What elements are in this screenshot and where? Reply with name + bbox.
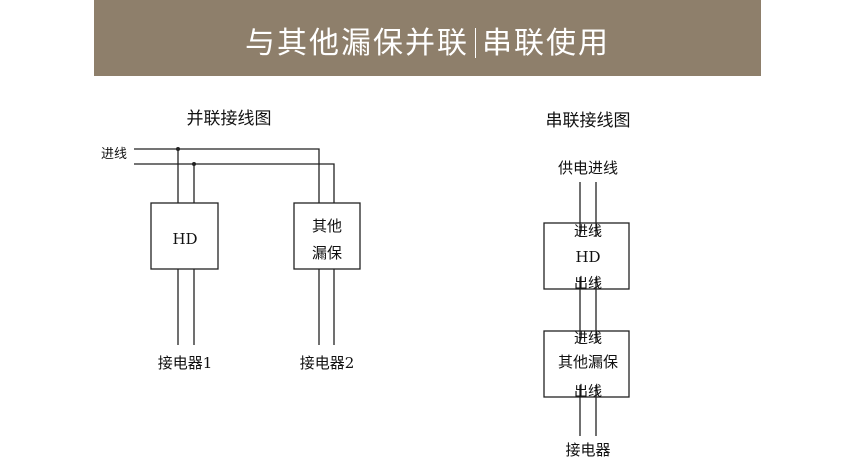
- bus-wire-1: [134, 148, 320, 203]
- series-other-out-label: 出线: [574, 384, 602, 400]
- bus-wire-2: [134, 163, 335, 203]
- other-box-label-1: 其他: [312, 217, 342, 235]
- junction-dot-2: [192, 162, 196, 166]
- series-hd-label: HD: [575, 248, 600, 266]
- parallel-diagram: 并联接线图 进线 HD 其他 漏保 接电器1 接电器2: [101, 109, 361, 372]
- parallel-heading: 并联接线图: [187, 109, 272, 129]
- banner-title-right: 串联使用: [482, 26, 610, 61]
- banner-title-left: 与其他漏保并联: [245, 26, 469, 61]
- hd-box-label: HD: [172, 230, 197, 248]
- contactor-1-label: 接电器1: [158, 354, 213, 372]
- series-contactor-label: 接电器: [565, 441, 610, 459]
- series-heading: 串联接线图: [546, 111, 631, 131]
- title-banner: 与其他漏保并联串联使用: [94, 0, 761, 76]
- series-diagram: 串联接线图 供电进线 进线 HD 出线 进线 其他漏保 出线 接电器: [543, 111, 631, 459]
- series-hd-in-label: 进线: [574, 224, 602, 240]
- other-rcd-box: [293, 202, 361, 270]
- contactor-2-label: 接电器2: [300, 354, 355, 372]
- series-hd-box: [543, 222, 630, 290]
- series-other-in-label: 进线: [574, 331, 602, 347]
- hd-box: [150, 202, 219, 270]
- series-other-label: 其他漏保: [558, 353, 618, 371]
- other-box-label-2: 漏保: [312, 244, 342, 262]
- series-other-box: [543, 330, 630, 398]
- junction-dot-1: [176, 147, 180, 151]
- parallel-input-label: 进线: [101, 147, 127, 162]
- series-hd-out-label: 出线: [574, 276, 602, 292]
- supply-label: 供电进线: [558, 159, 618, 177]
- banner-title: 与其他漏保并联串联使用: [94, 18, 761, 62]
- title-divider: [475, 28, 476, 58]
